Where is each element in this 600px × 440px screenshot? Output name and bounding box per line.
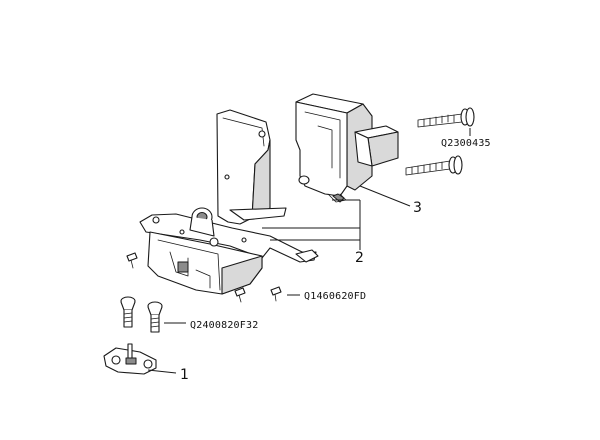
callout-1: 1 xyxy=(180,367,189,383)
long-screw-upper xyxy=(417,107,475,128)
actuator-block xyxy=(295,93,399,203)
leader-lines xyxy=(147,128,471,374)
small-screw-right xyxy=(270,286,282,302)
part-number-small-screw: Q1460620FD xyxy=(304,291,366,302)
part-number-long-screw: Q2300435 xyxy=(441,138,491,149)
countersunk-screw-right xyxy=(147,301,163,333)
latch-bracket-assembly xyxy=(139,109,319,295)
countersunk-screw-left xyxy=(120,296,136,328)
part-number-countersunk-screw: Q2400820F32 xyxy=(190,320,258,331)
callout-2: 2 xyxy=(355,250,364,266)
striker-plate xyxy=(103,343,157,375)
small-screw-middle xyxy=(234,287,246,303)
long-screw-lower xyxy=(405,155,463,176)
small-screw-left xyxy=(126,252,138,269)
callout-3: 3 xyxy=(413,200,422,216)
